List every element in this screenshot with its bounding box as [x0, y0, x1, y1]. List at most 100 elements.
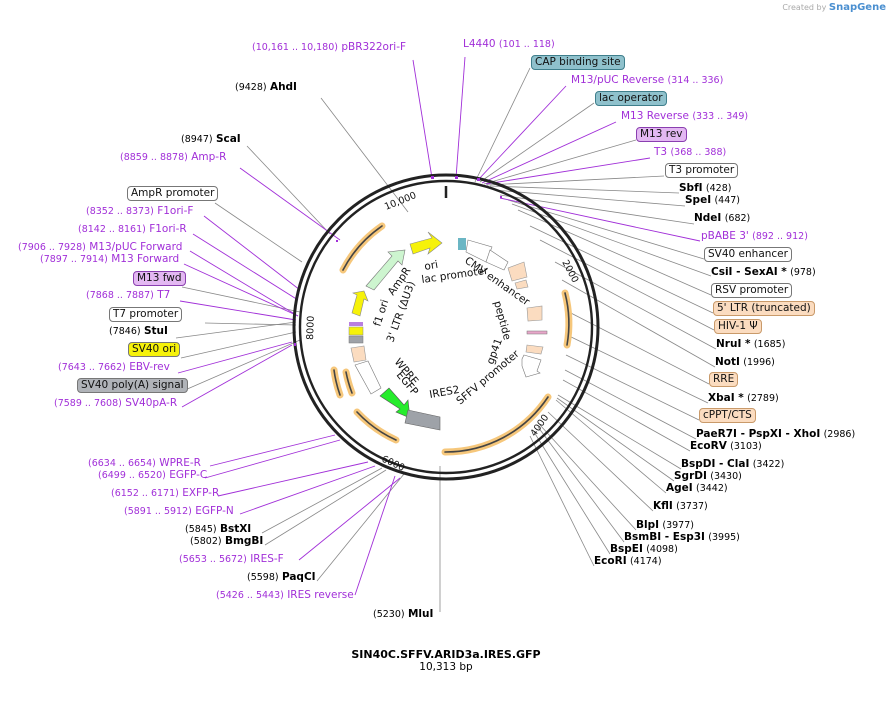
- primer-label-exfpr[interactable]: (6152 .. 6171) EXFP-R: [111, 487, 219, 500]
- enzyme-site-ecori[interactable]: EcoRI (4174): [594, 555, 662, 568]
- enzyme-name: SgrDI: [674, 470, 707, 482]
- cut-position: (447): [714, 195, 740, 206]
- feature-label-t7p[interactable]: T7 promoter: [109, 307, 183, 322]
- ltr5-feature: [507, 261, 528, 282]
- primer-name: T3: [654, 146, 668, 158]
- wpre-feature: [354, 360, 382, 395]
- cut-position: (5598): [247, 572, 279, 583]
- primer-range: (6152 .. 6171): [111, 488, 179, 499]
- feature-label-f1: f1 ori: [371, 298, 391, 328]
- primer-label-ampr_p[interactable]: (8859 .. 8878) Amp-R: [120, 151, 226, 164]
- primer-label-wprer[interactable]: (6634 .. 6654) WPRE-R: [88, 457, 201, 470]
- primer-name: EBV-rev: [129, 361, 170, 373]
- enzyme-name: NruI *: [716, 338, 751, 350]
- orf-arrows: [330, 222, 573, 456]
- enzyme-site-bsmbi[interactable]: BsmBI - Esp3I (3995): [624, 531, 740, 544]
- enzyme-site-paqci[interactable]: (5598) PaqCI: [247, 571, 316, 584]
- enzyme-name: ScaI: [215, 133, 241, 145]
- primer-label-egfpn[interactable]: (5891 .. 5912) EGFP-N: [124, 505, 234, 518]
- primer-label-pbabe[interactable]: pBABE 3' (892 .. 912): [701, 230, 808, 243]
- primer-label-f1r[interactable]: (8142 .. 8161) F1ori-R: [78, 223, 187, 236]
- cut-position: (3977): [662, 520, 694, 531]
- enzyme-site-ahdi[interactable]: (9428) AhdI: [235, 81, 297, 94]
- rsv-feature: [485, 249, 509, 271]
- primer-label-t3[interactable]: T3 (368 .. 388): [654, 146, 726, 159]
- primer-label-f1f[interactable]: (8352 .. 8373) F1ori-F: [86, 205, 193, 218]
- feature-label-amprp[interactable]: AmpR promoter: [127, 186, 219, 201]
- enzyme-site-sgrdi[interactable]: SgrDI (3430): [674, 470, 742, 483]
- snapgene-credit: Created by SnapGene: [782, 2, 886, 13]
- primer-label-egfpc[interactable]: (6499 .. 6520) EGFP-C: [98, 469, 207, 482]
- enzyme-site-bmgbi[interactable]: (5802) BmgBI: [190, 535, 263, 548]
- primer-label-pbr[interactable]: (10,161 .. 10,180) pBR322ori-F: [252, 41, 406, 54]
- enzyme-site-noti[interactable]: NotI (1996): [715, 356, 775, 369]
- primer-label-iresrev[interactable]: (5426 .. 5443) IRES reverse: [216, 589, 354, 602]
- feature-label-rsv[interactable]: RSV promoter: [711, 283, 793, 298]
- enzyme-site-spei[interactable]: SpeI (447): [685, 194, 740, 207]
- feature-label-m13fwd[interactable]: M13 fwd: [133, 271, 186, 286]
- primer-label-ebv[interactable]: (7643 .. 7662) EBV-rev: [58, 361, 170, 374]
- enzyme-site-bstxi[interactable]: (5845) BstXI: [185, 523, 251, 536]
- primer-label-m13pucf[interactable]: (7906 .. 7928) M13/pUC Forward: [18, 241, 182, 254]
- feature-label-sv40e[interactable]: SV40 enhancer: [704, 247, 792, 262]
- lac-feature: [458, 238, 466, 250]
- primer-name: M13/pUC Forward: [89, 241, 183, 253]
- enzyme-name: EcoRV: [690, 440, 727, 452]
- enzyme-site-bspdi[interactable]: BspDI - ClaI (3422): [681, 458, 784, 471]
- cppt-feature: [525, 344, 544, 355]
- cut-position: (1996): [743, 357, 775, 368]
- inner-labels: ori lac promoter CMV enhancer peptide gp…: [371, 255, 532, 408]
- primer-label-l4440[interactable]: L4440 (101 .. 118): [463, 38, 555, 51]
- enzyme-name: BlpI: [636, 519, 660, 531]
- enzyme-site-agei[interactable]: AgeI (3442): [666, 482, 728, 495]
- enzyme-name: NotI: [715, 356, 740, 368]
- feature-label-cap[interactable]: CAP binding site: [531, 55, 625, 70]
- enzyme-site-xbai[interactable]: XbaI * (2789): [708, 392, 779, 405]
- primer-name: pBR322ori-F: [341, 41, 407, 53]
- enzyme-site-bspei[interactable]: BspEI (4098): [610, 543, 678, 556]
- primer-name: pBABE 3': [701, 230, 749, 242]
- primer-range: (7589 .. 7608): [54, 398, 122, 409]
- primer-label-iresf[interactable]: (5653 .. 5672) IRES-F: [179, 553, 284, 566]
- enzyme-name: BstXI: [219, 523, 252, 535]
- feature-label-t3p[interactable]: T3 promoter: [665, 163, 739, 178]
- psi-feature: [514, 279, 529, 290]
- primer-label-sv40par[interactable]: (7589 .. 7608) SV40pA-R: [54, 397, 177, 410]
- enzyme-site-stui[interactable]: (7846) StuI: [109, 325, 168, 338]
- enzyme-site-mlui[interactable]: (5230) MluI: [373, 608, 433, 621]
- enzyme-name: XbaI *: [708, 392, 744, 404]
- enzyme-site-paer7i[interactable]: PaeR7I - PspXI - XhoI (2986): [696, 428, 855, 441]
- feature-label-pep: peptide: [491, 300, 513, 342]
- enzyme-site-kfli[interactable]: KflI (3737): [653, 500, 708, 513]
- enzyme-name: NdeI: [694, 212, 722, 224]
- feature-label-lacop[interactable]: lac operator: [595, 91, 667, 106]
- enzyme-name: BmgBI: [224, 535, 264, 547]
- primer-label-t7[interactable]: (7868 .. 7887) T7: [86, 289, 170, 302]
- enzyme-site-scai[interactable]: (8947) ScaI: [181, 133, 241, 146]
- feature-label-sv40ori[interactable]: SV40 ori: [128, 342, 181, 357]
- primer-label-m13puc_r[interactable]: M13/pUC Reverse (314 .. 336): [571, 74, 723, 87]
- feature-label-rre[interactable]: RRE: [709, 372, 739, 387]
- enzyme-name: SbfI: [679, 182, 703, 194]
- feature-label-m13rev[interactable]: M13 rev: [636, 127, 687, 142]
- enzyme-site-ndei[interactable]: NdeI (682): [694, 212, 750, 225]
- primer-label-m13rev_p[interactable]: M13 Reverse (333 .. 349): [621, 110, 748, 123]
- cut-position: (3442): [696, 483, 728, 494]
- enzyme-name: StuI: [143, 325, 168, 337]
- primer-label-m13f[interactable]: (7897 .. 7914) M13 Forward: [40, 253, 179, 266]
- enzyme-site-sbfi[interactable]: SbfI (428): [679, 182, 731, 195]
- cut-position: (9428): [235, 82, 267, 93]
- feature-label-ltr5[interactable]: 5' LTR (truncated): [713, 301, 815, 316]
- primer-name: IRES reverse: [287, 589, 354, 601]
- sv40ori-feature: [348, 326, 364, 336]
- feature-label-sv40pa[interactable]: SV40 poly(A) signal: [77, 378, 188, 393]
- enzyme-site-csii[interactable]: CsiI - SexAI * (978): [711, 266, 816, 279]
- enzyme-name: AgeI: [666, 482, 693, 494]
- feature-label-hiv[interactable]: HIV-1 Ψ: [714, 319, 762, 334]
- enzyme-site-ecorv[interactable]: EcoRV (3103): [690, 440, 762, 453]
- enzyme-site-nrui[interactable]: NruI * (1685): [716, 338, 785, 351]
- cut-position: (4098): [646, 544, 678, 555]
- enzyme-name: EcoRI: [594, 555, 627, 567]
- enzyme-site-blpi[interactable]: BlpI (3977): [636, 519, 694, 532]
- feature-label-cppt[interactable]: cPPT/CTS: [699, 408, 756, 423]
